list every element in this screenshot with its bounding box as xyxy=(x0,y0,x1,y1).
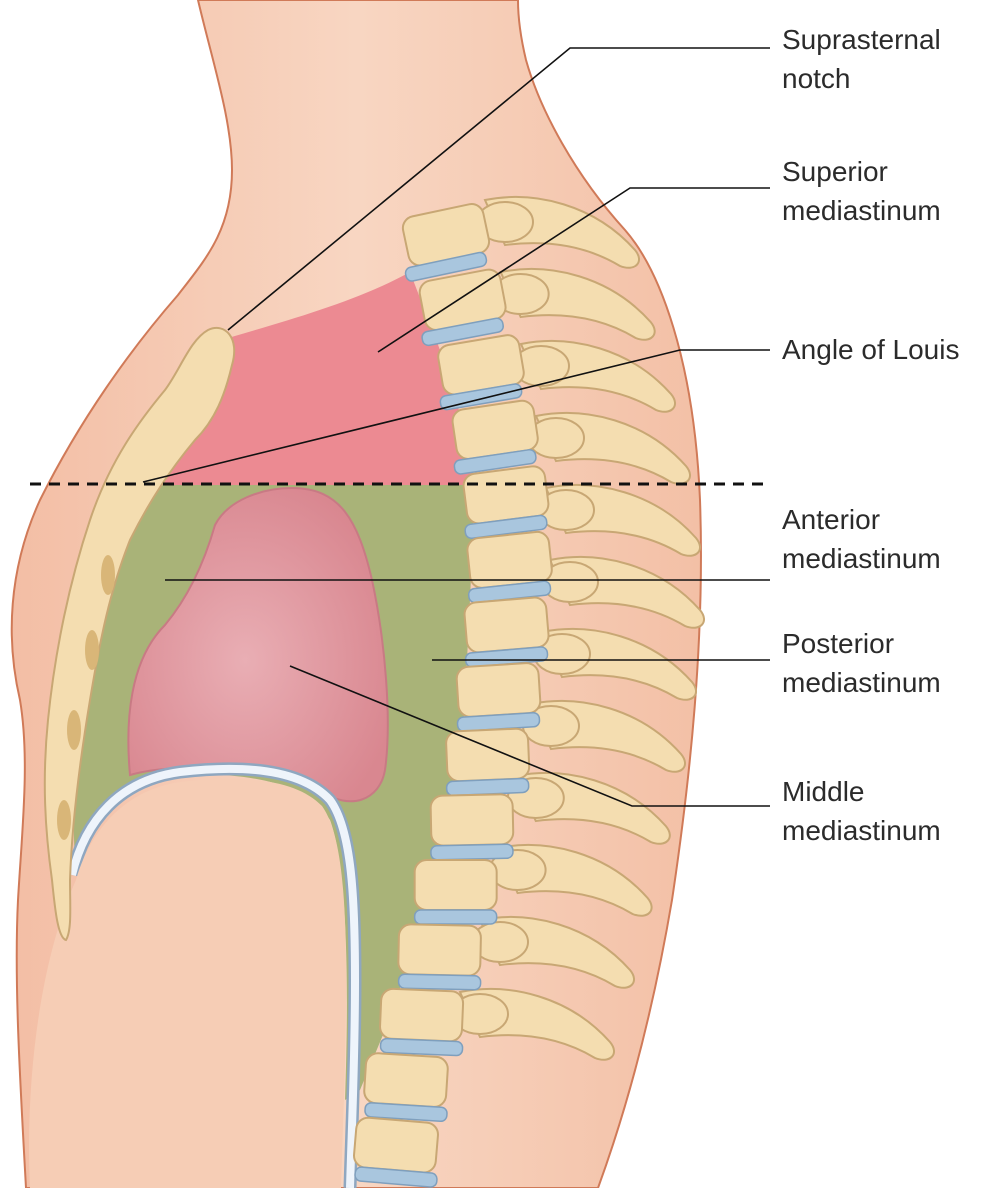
label-line: mediastinum xyxy=(782,195,941,226)
vertebral-body xyxy=(429,793,515,847)
label-line: Anterior xyxy=(782,504,881,535)
label-line: Superior xyxy=(782,156,888,187)
intervertebral-disc xyxy=(354,1166,438,1188)
vertebral-body xyxy=(455,662,542,718)
vertebral-body xyxy=(397,923,482,977)
label-anterior-mediastinum: Anterior mediastinum xyxy=(782,500,941,578)
vertebral-body xyxy=(379,987,465,1043)
vertebral-body xyxy=(413,859,498,911)
intervertebral-disc xyxy=(453,449,537,475)
sternum-notch xyxy=(101,555,115,595)
intervertebral-disc xyxy=(430,843,514,861)
label-line: Middle xyxy=(782,776,865,807)
leader-line-suprasternal-notch xyxy=(227,47,770,331)
label-line: Suprasternal xyxy=(782,24,941,55)
label-line: Angle of Louis xyxy=(782,334,960,365)
label-line: mediastinum xyxy=(782,815,941,846)
intervertebral-disc xyxy=(404,251,488,282)
sternum-notch xyxy=(57,800,71,840)
intervertebral-disc xyxy=(413,909,498,925)
intervertebral-disc xyxy=(421,317,504,347)
sternum-notch xyxy=(85,630,99,670)
sternum-notch xyxy=(67,710,81,750)
label-line: Posterior xyxy=(782,628,895,659)
vertebral-body xyxy=(353,1116,439,1174)
abdomen-below-diaphragm xyxy=(29,778,346,1188)
leader-line-middle-mediastinum xyxy=(289,665,770,807)
label-line: mediastinum xyxy=(782,667,941,698)
label-suprasternal-notch: Suprasternal notch xyxy=(782,20,941,98)
intervertebral-disc xyxy=(397,973,482,991)
label-middle-mediastinum: Middle mediastinum xyxy=(782,772,941,850)
vertebral-body xyxy=(463,596,550,654)
label-angle-of-louis: Angle of Louis xyxy=(782,330,959,369)
label-line: notch xyxy=(782,63,851,94)
vertebral-column xyxy=(353,203,553,1188)
superior-mediastinum-region xyxy=(148,272,475,485)
label-line: mediastinum xyxy=(782,543,941,574)
leader-lines xyxy=(142,47,770,807)
label-posterior-mediastinum: Posterior mediastinum xyxy=(782,624,941,702)
leader-line-superior-mediastinum xyxy=(377,187,770,353)
intervertebral-disc xyxy=(364,1102,448,1123)
intervertebral-disc xyxy=(464,514,548,540)
intervertebral-disc xyxy=(379,1037,464,1057)
leader-line-angle-of-louis xyxy=(142,349,770,483)
intervertebral-disc xyxy=(445,777,530,797)
sternum xyxy=(43,327,236,942)
vertebral-body xyxy=(445,727,531,783)
vertebral-body xyxy=(363,1052,449,1108)
label-superior-mediastinum: Superior mediastinum xyxy=(782,152,941,230)
